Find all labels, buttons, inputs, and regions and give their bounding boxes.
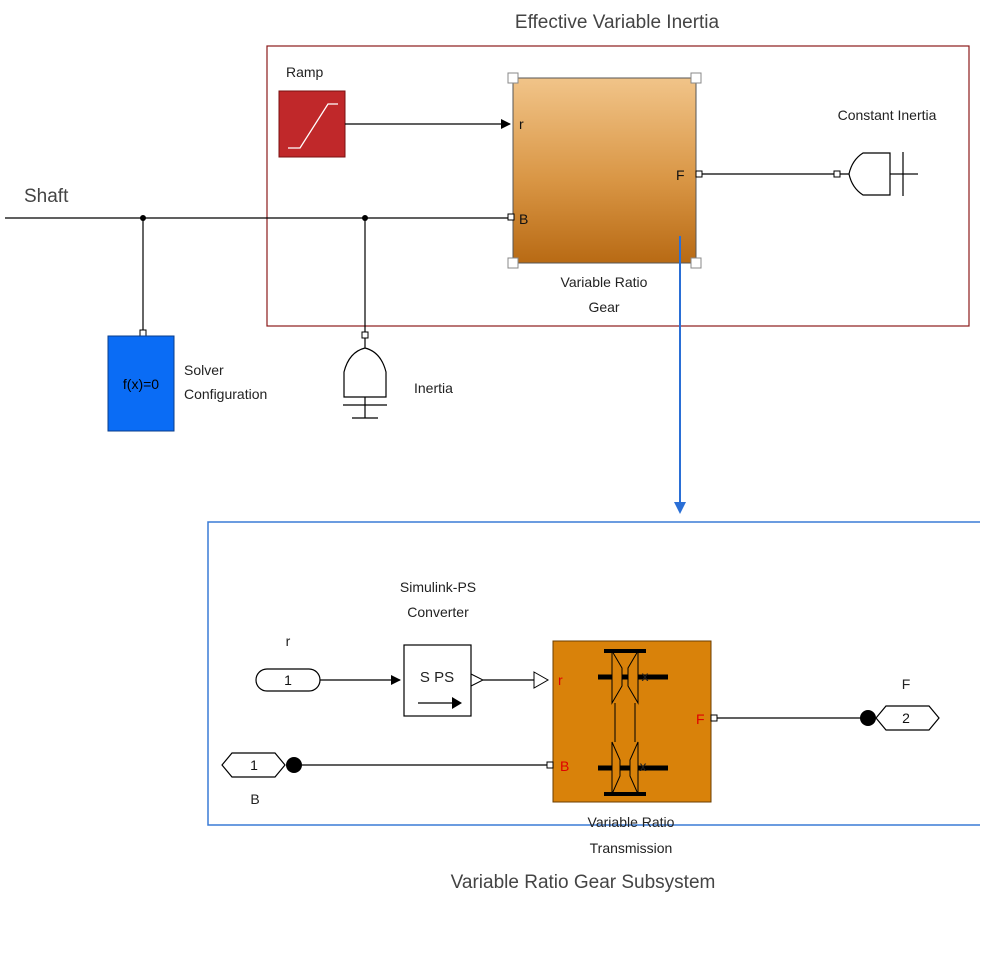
arrow-right-icon bbox=[452, 697, 462, 709]
inport-r-label: r bbox=[286, 633, 291, 649]
conn-f-number: 2 bbox=[902, 710, 910, 726]
area-title: Effective Variable Inertia bbox=[515, 12, 720, 33]
solver-configuration-block[interactable] bbox=[107, 329, 175, 432]
simulink-ps-converter-block[interactable] bbox=[403, 644, 485, 717]
gear-label-line1: Variable Ratio bbox=[561, 274, 648, 290]
converter-label-line2: Converter bbox=[407, 604, 469, 620]
subsystem-frame[interactable] bbox=[207, 521, 980, 826]
ps-input-port bbox=[533, 671, 550, 689]
conn-f-dot bbox=[860, 710, 876, 726]
inertia-icon bbox=[343, 338, 387, 398]
gear-label-line2: Gear bbox=[588, 299, 619, 315]
conn-port-b-block[interactable] bbox=[221, 752, 286, 778]
conn-b-number: 1 bbox=[250, 757, 258, 773]
transmission-label-line1: Variable Ratio bbox=[588, 814, 675, 830]
conn-f-label: F bbox=[902, 676, 911, 692]
converter-text: S PS bbox=[420, 669, 454, 686]
ramp-block[interactable] bbox=[278, 90, 346, 158]
subsystem-title: Variable Ratio Gear Subsystem bbox=[451, 872, 716, 893]
transmission-port-b: B bbox=[560, 758, 569, 774]
ramp-label: Ramp bbox=[286, 64, 324, 80]
transmission-label-line2: Transmission bbox=[590, 840, 673, 856]
port-b-square bbox=[546, 761, 554, 769]
inertia-icon bbox=[840, 152, 891, 196]
variable-ratio-gear-block[interactable] bbox=[507, 72, 703, 269]
inertia-block[interactable] bbox=[343, 331, 387, 419]
conn-b-label: B bbox=[250, 791, 259, 807]
variable-ratio-transmission-block[interactable] bbox=[546, 640, 718, 803]
shaft-label: Shaft bbox=[24, 186, 69, 207]
port-f-square bbox=[695, 170, 703, 178]
inertia-label: Inertia bbox=[414, 380, 453, 396]
inport-r-number: 1 bbox=[284, 672, 292, 688]
transmission-icon bbox=[598, 649, 668, 796]
gear-port-b: B bbox=[519, 211, 528, 227]
solver-label-line1: Solver bbox=[184, 362, 224, 378]
transmission-port-f: F bbox=[696, 711, 705, 727]
selection-handle bbox=[690, 257, 702, 269]
selection-handle bbox=[690, 72, 702, 84]
solver-text: f(x)=0 bbox=[123, 376, 159, 392]
x-mark: x bbox=[642, 668, 649, 684]
effective-inertia-area[interactable] bbox=[266, 45, 970, 327]
port-b-square bbox=[507, 213, 515, 221]
gear-port-r: r bbox=[519, 116, 524, 132]
conn-port-f-block[interactable] bbox=[875, 705, 940, 731]
constant-inertia-block[interactable] bbox=[833, 152, 918, 196]
selection-handle bbox=[507, 72, 519, 84]
ramp-icon bbox=[288, 103, 338, 149]
transmission-port-r: r bbox=[558, 672, 563, 688]
selection-handle bbox=[507, 257, 519, 269]
x-mark: x bbox=[640, 758, 647, 774]
link-arrow-head bbox=[674, 502, 686, 514]
solver-label-line2: Configuration bbox=[184, 386, 267, 402]
constant-inertia-label: Constant Inertia bbox=[838, 107, 937, 123]
port-f-square bbox=[710, 714, 718, 722]
conn-b-dot bbox=[286, 757, 302, 773]
converter-label-line1: Simulink-PS bbox=[400, 579, 476, 595]
gear-port-f: F bbox=[676, 167, 685, 183]
